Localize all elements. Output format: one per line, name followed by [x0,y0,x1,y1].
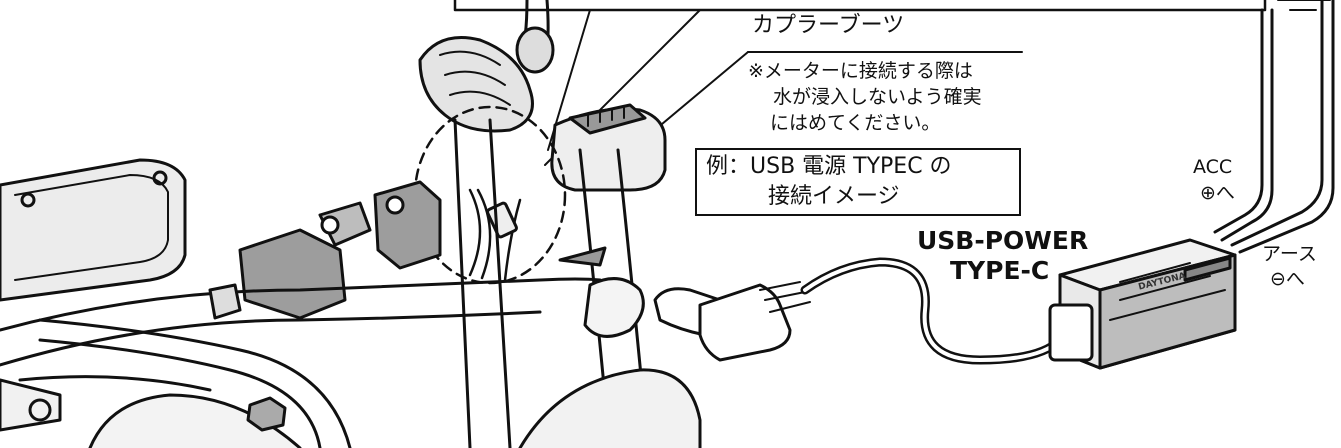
product-name-line-2: TYPE-C [950,256,1050,285]
handlebar-clamp-right [373,180,442,270]
master-cylinder [0,158,187,302]
ground-label-line-2: ⊖へ [1270,268,1305,290]
fork-tube-left [453,118,472,448]
headlight-bracket [518,368,702,448]
product-name-line-1: USB-POWER [917,226,1089,255]
example-line-2: 接続イメージ [768,184,900,209]
top-leader-frame [453,0,1267,12]
example-line-1: 例：USB 電源 TYPEC の [706,154,952,179]
acc-label-line-1: ACC [1193,156,1233,178]
note-line-2: 水が浸入しないよう確実 [773,86,982,108]
ground-label-line-1: アース [1262,243,1317,265]
coupler-boots-label: カプラーブーツ [752,13,905,38]
note-line-3: にはめてください。 [770,112,941,134]
cable-right-1 [1213,8,1264,234]
handlebar-clamp-left [238,228,347,320]
handlebar [0,277,602,332]
throttle-cable-1 [38,318,352,448]
acc-label-line-2: ⊕へ [1200,182,1235,204]
cable-right-2 [1220,8,1274,242]
note-line-1: ※メーターに接続する際は [748,60,973,82]
wire-harness [468,188,522,282]
example-box [695,148,1021,216]
cable-right-3 [1230,0,1324,247]
usb-power-unit [1048,238,1237,370]
cable-right-4 [1238,0,1335,254]
